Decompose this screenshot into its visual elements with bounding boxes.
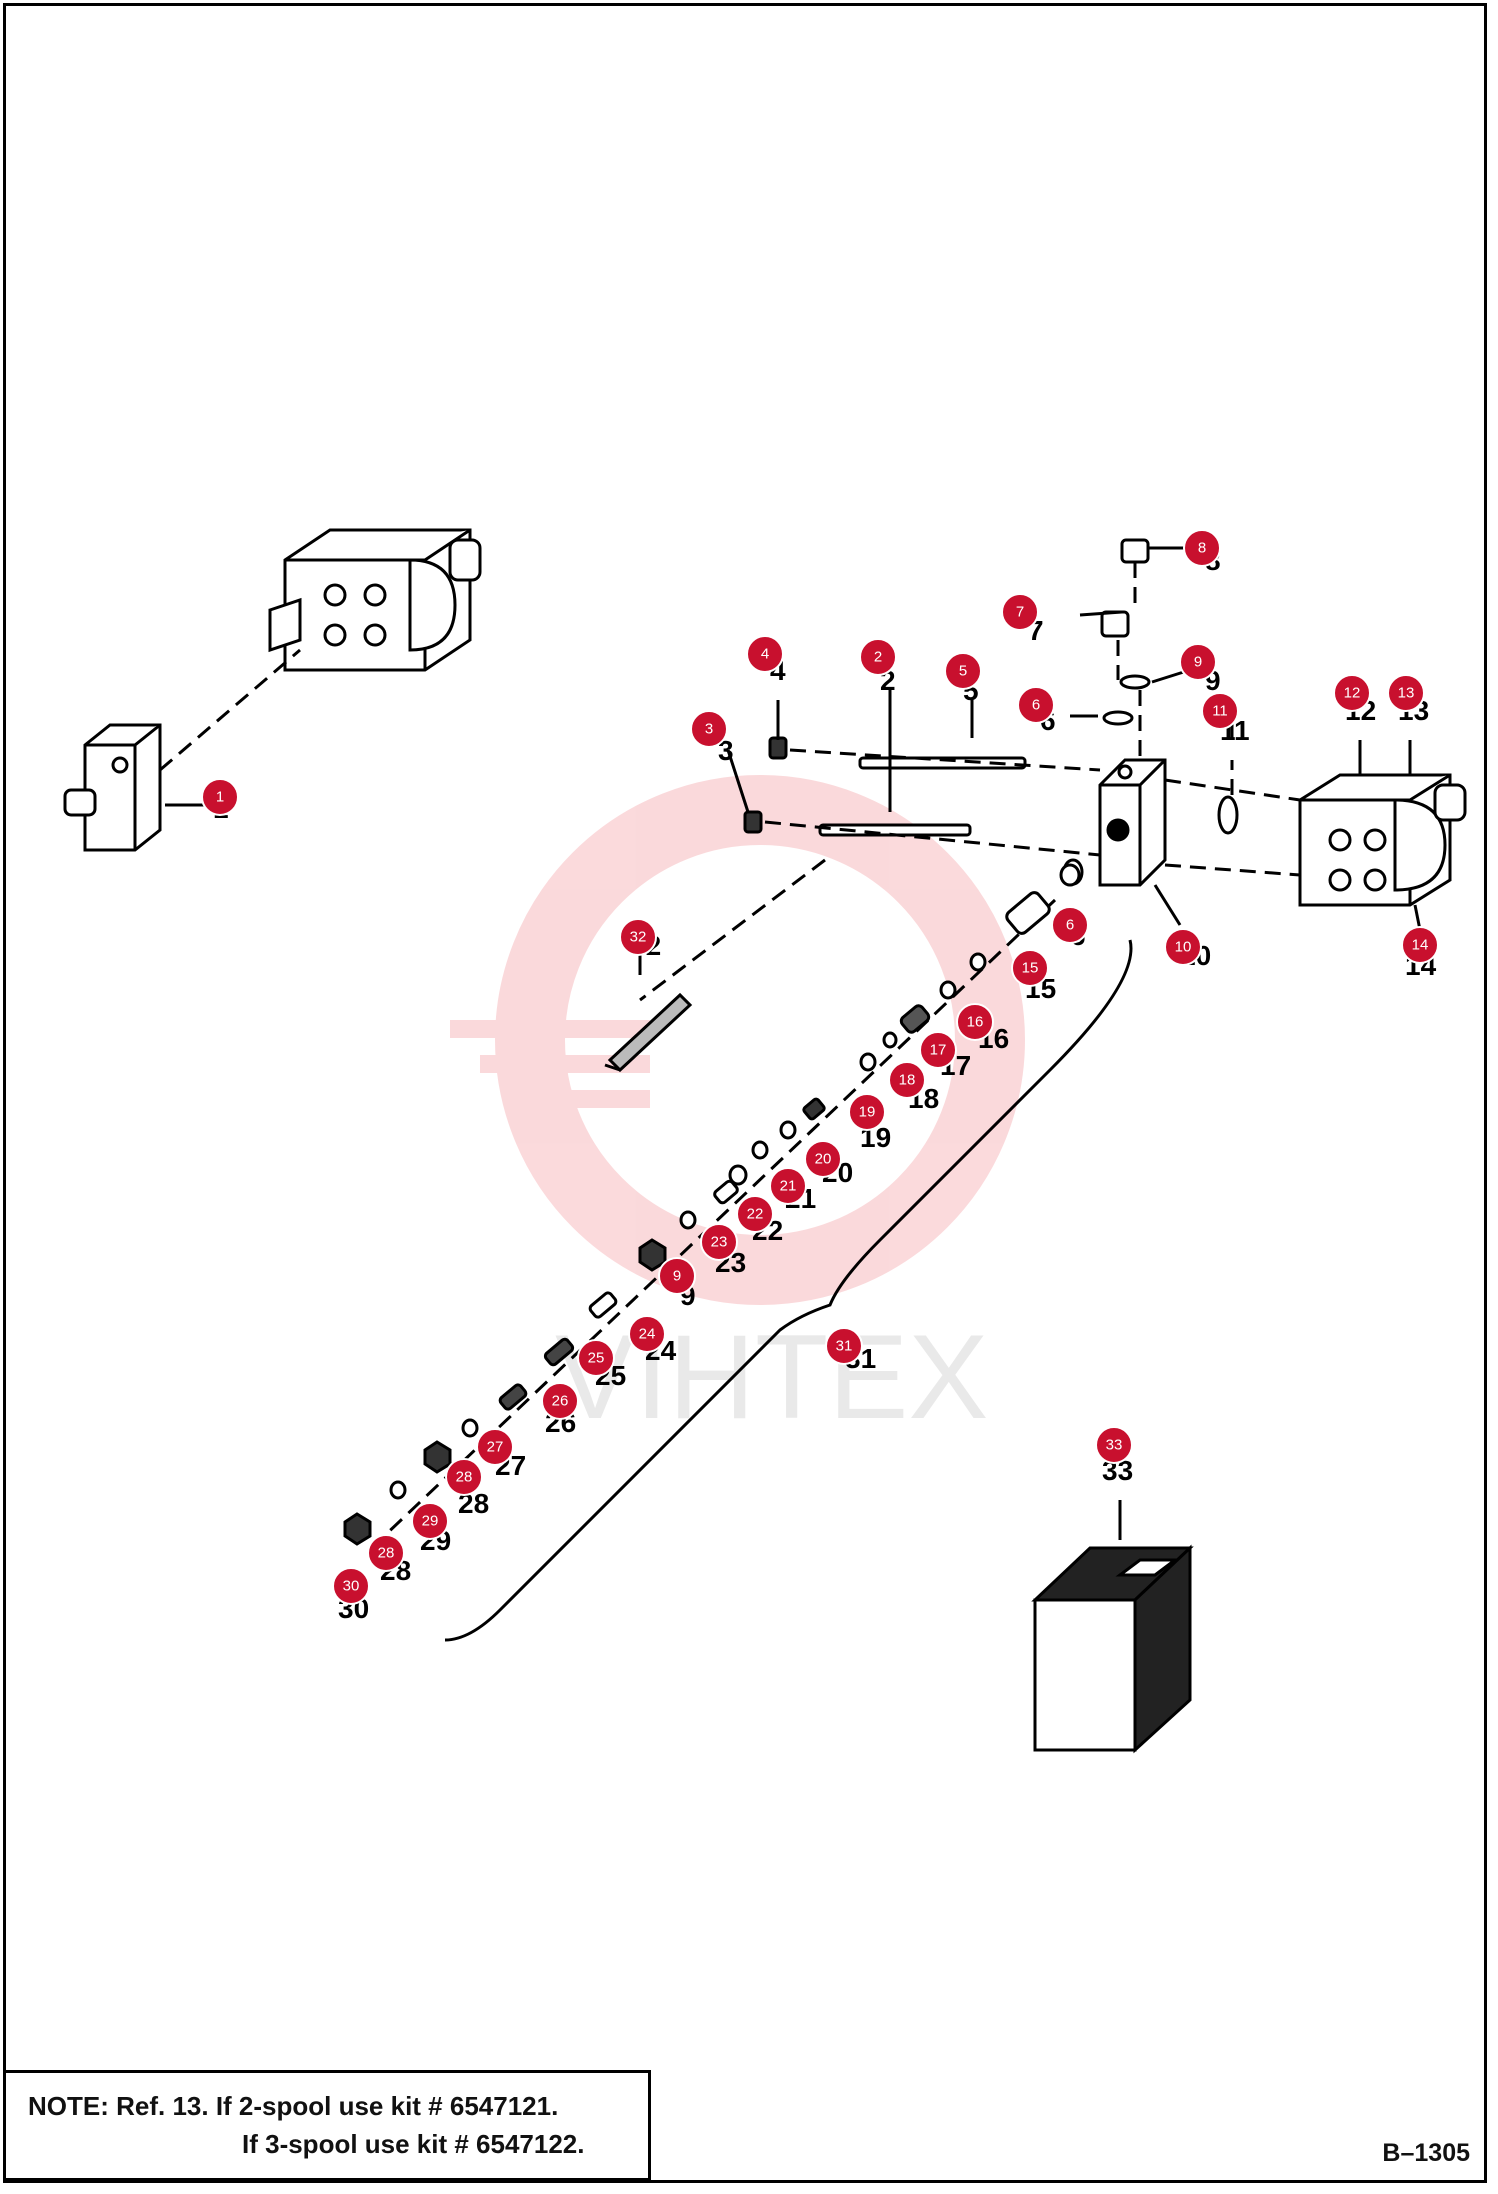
svg-text:3: 3	[705, 721, 713, 738]
callout-6a: 6	[1017, 686, 1055, 724]
spool-parts	[343, 863, 1081, 1546]
watermark-logo	[450, 775, 1025, 1305]
callout-26: 26	[541, 1382, 579, 1420]
svg-text:20: 20	[815, 1151, 832, 1168]
callout-28a: 28	[445, 1458, 483, 1496]
callout-28b: 28	[367, 1534, 405, 1572]
valve-assembly-right	[1298, 773, 1467, 907]
svg-text:6: 6	[1066, 917, 1074, 934]
svg-text:28: 28	[456, 1469, 473, 1486]
svg-text:26: 26	[552, 1393, 569, 1410]
valve-assembly-upper-left	[268, 528, 482, 672]
callout-25: 25	[577, 1339, 615, 1377]
svg-text:10: 10	[1175, 939, 1192, 956]
svg-text:25: 25	[588, 1350, 605, 1367]
svg-text:8: 8	[1198, 540, 1206, 557]
leader-1	[159, 648, 301, 772]
svg-text:21: 21	[780, 1178, 797, 1195]
callout-9a: 9	[1179, 643, 1217, 681]
callout-21: 21	[769, 1167, 807, 1205]
callout-31: 31	[825, 1327, 863, 1365]
callout-3: 3	[690, 710, 728, 748]
svg-text:11: 11	[1212, 703, 1228, 720]
callout-8: 8	[1183, 529, 1221, 567]
svg-text:33: 33	[1106, 1437, 1123, 1454]
callout-33: 33	[1095, 1426, 1133, 1464]
callout-32: 32	[619, 918, 657, 956]
watermark-text: VIHTEX	[555, 1310, 988, 1444]
svg-text:24: 24	[639, 1326, 656, 1343]
svg-text:13: 13	[1398, 685, 1415, 702]
bracket-31	[444, 939, 1133, 1642]
callout-16: 16	[956, 1003, 994, 1041]
svg-text:4: 4	[761, 646, 769, 663]
callout-24: 24	[628, 1315, 666, 1353]
svg-text:7: 7	[1016, 604, 1024, 621]
page-frame	[3, 3, 1487, 2183]
callout-20: 20	[804, 1140, 842, 1178]
callout-12: 12	[1333, 674, 1371, 712]
callout-14: 14	[1401, 926, 1439, 964]
callout-17: 17	[919, 1031, 957, 1069]
callout-badges: 1 2 3 4 5 6 6 7 8 9 9 10 11 12 13 14 15 …	[201, 529, 1439, 1605]
svg-text:17: 17	[930, 1042, 947, 1059]
svg-text:31: 31	[836, 1338, 853, 1355]
cartridge-32	[604, 992, 693, 1073]
svg-text:2: 2	[874, 649, 882, 666]
callout-23: 23	[700, 1223, 738, 1261]
svg-text:16: 16	[967, 1014, 984, 1031]
relief-valve-left	[63, 723, 162, 852]
kit-note-box: NOTE: Ref. 13. If 2-spool use kit # 6547…	[3, 2070, 651, 2181]
callout-9b: 9	[658, 1257, 696, 1295]
svg-text:23: 23	[711, 1234, 728, 1251]
svg-text:27: 27	[487, 1439, 504, 1456]
svg-text:15: 15	[1022, 960, 1039, 977]
tie-rods	[743, 736, 1027, 837]
note-line-1: NOTE: Ref. 13. If 2-spool use kit # 6547…	[28, 2091, 559, 2121]
svg-text:29: 29	[422, 1513, 439, 1530]
callout-13: 13	[1387, 674, 1425, 712]
callout-27: 27	[476, 1428, 514, 1466]
svg-text:14: 14	[1412, 937, 1429, 954]
callout-19: 19	[848, 1093, 886, 1131]
svg-text:9: 9	[1194, 654, 1202, 671]
callout-4: 4	[746, 635, 784, 673]
svg-text:32: 32	[630, 929, 647, 946]
callout-18: 18	[888, 1061, 926, 1099]
svg-text:6: 6	[1032, 697, 1040, 714]
callout-15: 15	[1011, 949, 1049, 987]
svg-text:19: 19	[859, 1104, 876, 1121]
callout-1: 1	[201, 778, 239, 816]
callout-2: 2	[859, 638, 897, 676]
svg-text:1: 1	[216, 789, 224, 806]
svg-text:5: 5	[959, 663, 967, 680]
svg-text:9: 9	[673, 1268, 681, 1285]
figure-code: B–1305	[1382, 2139, 1470, 2167]
svg-text:30: 30	[343, 1578, 360, 1595]
callout-22: 22	[736, 1195, 774, 1233]
callout-29: 29	[411, 1502, 449, 1540]
note-line-2: If 3-spool use kit # 6547122.	[242, 2129, 585, 2159]
svg-text:12: 12	[1344, 685, 1361, 702]
svg-text:18: 18	[899, 1072, 916, 1089]
callout-10: 10	[1164, 928, 1202, 966]
shadow-labels: 1 2 3 4 5 6 6 7 8 9 9 10 11 12 13 14 15 …	[213, 545, 1437, 1624]
callout-6b: 6	[1051, 906, 1089, 944]
seal-kit-box-33	[1031, 1544, 1194, 1754]
svg-text:28: 28	[378, 1545, 395, 1562]
callout-5: 5	[944, 652, 982, 690]
svg-text:22: 22	[747, 1206, 764, 1223]
callout-11: 11	[1201, 692, 1239, 730]
callout-30: 30	[332, 1567, 370, 1605]
callout-7: 7	[1001, 593, 1039, 631]
